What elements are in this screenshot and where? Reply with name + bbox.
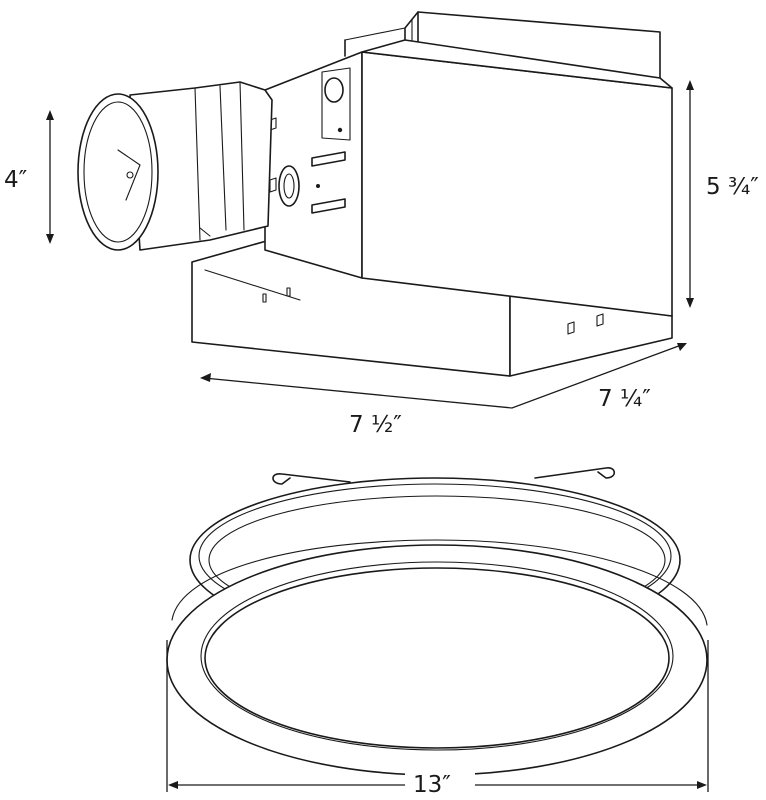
grille-diameter-label: 13″ [413,772,451,798]
keyhole-slot [324,77,344,103]
dimension-duct-height: 4″ [4,110,54,244]
duct-connector [77,81,273,251]
grille-lens [204,567,670,749]
dimension-housing-height: 5 ¾″ [686,80,759,308]
mounting-spring-right [534,467,616,479]
vent-slot-1 [311,151,346,167]
fan-housing [191,11,673,377]
grille [166,467,708,776]
dimension-grille-diameter: 13″ [166,640,709,798]
duct-collar-opening [77,93,159,251]
housing-top [361,39,673,89]
duct-elbow [129,81,273,251]
dimension-housing-footprint: 7 ½″ 7 ¼″ [200,343,687,438]
housing-height-label: 5 ¾″ [706,174,759,200]
housing-front-face [361,51,673,317]
vent-slot-2 [311,198,346,214]
duct-height-label: 4″ [4,167,28,193]
housing-width-label: 7 ¼″ [598,386,651,412]
housing-length-label: 7 ½″ [349,412,402,438]
electrical-knockout [278,165,300,207]
mounting-spring-left [272,473,351,485]
